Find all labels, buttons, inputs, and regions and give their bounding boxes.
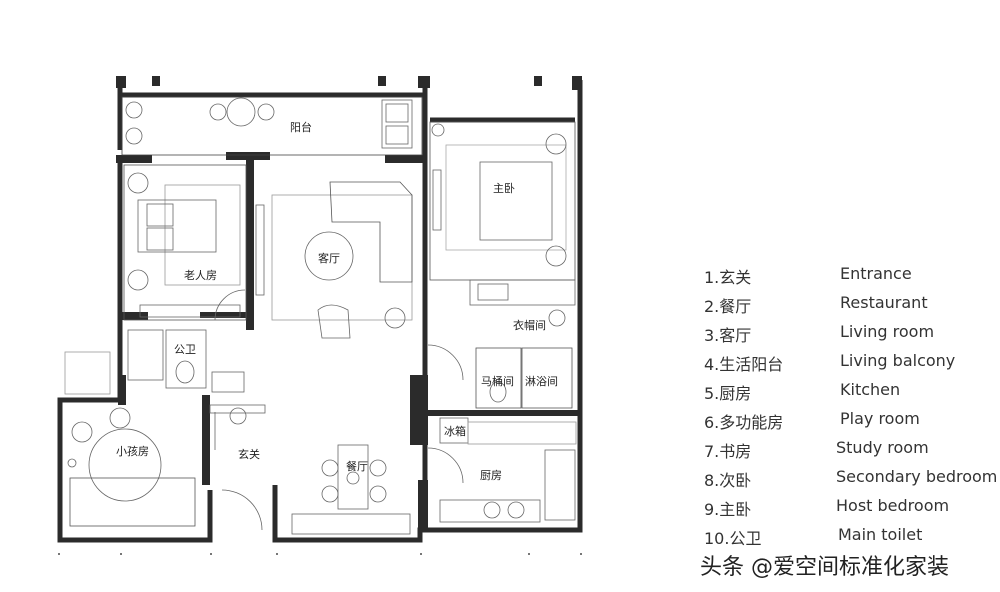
label-dining: 餐厅: [346, 460, 368, 473]
label-shower-room: 淋浴间: [525, 375, 558, 388]
legend-item-en: Host bedroom: [836, 496, 950, 515]
legend-item-zh: 4.生活阳台: [704, 355, 784, 374]
legend-item-zh: 7.书房: [704, 442, 752, 461]
legend-item: 2.餐厅 Restaurant: [704, 293, 1000, 322]
legend-item: 9.主卧 Host bedroom: [704, 496, 1000, 525]
label-public-wc: 公卫: [174, 343, 196, 356]
legend-item: 1.玄关 Entrance: [704, 264, 1000, 293]
legend-item: 4.生活阳台 Living balcony: [704, 351, 1000, 380]
legend-item: 6.多功能房 Play room: [704, 409, 1000, 438]
legend-item-zh: 2.餐厅: [704, 297, 752, 316]
legend-item: 10.公卫 Main toilet: [704, 525, 1000, 554]
legend-item-en: Living balcony: [840, 351, 956, 370]
label-elder-room: 老人房: [184, 269, 217, 282]
label-balcony: 阳台: [290, 121, 312, 134]
legend-item: 7.书房 Study room: [704, 438, 1000, 467]
legend-item-zh: 10.公卫: [704, 529, 762, 548]
outer-walls: [57, 80, 583, 543]
legend-item-en: Main toilet: [838, 525, 923, 544]
label-living-room: 客厅: [318, 252, 340, 265]
watermark: 头条 @爱空间标准化家装: [700, 555, 949, 580]
label-closet: 衣帽间: [513, 319, 546, 332]
legend-item-zh: 6.多功能房: [704, 413, 784, 432]
legend-item-en: Study room: [836, 438, 929, 457]
legend-item-en: Entrance: [840, 264, 912, 283]
legend-item: 5.厨房 Kitchen: [704, 380, 1000, 409]
legend-item-en: Secondary bedroom: [836, 467, 998, 486]
legend-item-zh: 9.主卧: [704, 500, 752, 519]
legend-item-zh: 5.厨房: [704, 384, 752, 403]
label-master-bedroom: 主卧: [493, 182, 515, 195]
legend-item-zh: 8.次卧: [704, 471, 752, 490]
label-fridge: 冰箱: [444, 425, 466, 438]
label-kitchen: 厨房: [480, 469, 502, 482]
label-toilet-room: 马桶间: [481, 375, 514, 388]
legend-item: 8.次卧 Secondary bedroom: [704, 467, 1000, 496]
legend-item-en: Play room: [840, 409, 920, 428]
legend-item: 3.客厅 Living room: [704, 322, 1000, 351]
legend-item-zh: 1.玄关: [704, 268, 752, 287]
legend-item-en: Kitchen: [840, 380, 901, 399]
legend-item-en: Living room: [840, 322, 935, 341]
label-entrance: 玄关: [238, 448, 260, 461]
legend-item-zh: 3.客厅: [704, 326, 752, 345]
label-kids-room: 小孩房: [116, 445, 149, 458]
legend-item-en: Restaurant: [840, 293, 928, 312]
floor-plan: [57, 76, 583, 555]
room-legend: 1.玄关 Entrance 2.餐厅 Restaurant 3.客厅 Livin…: [704, 264, 1000, 554]
